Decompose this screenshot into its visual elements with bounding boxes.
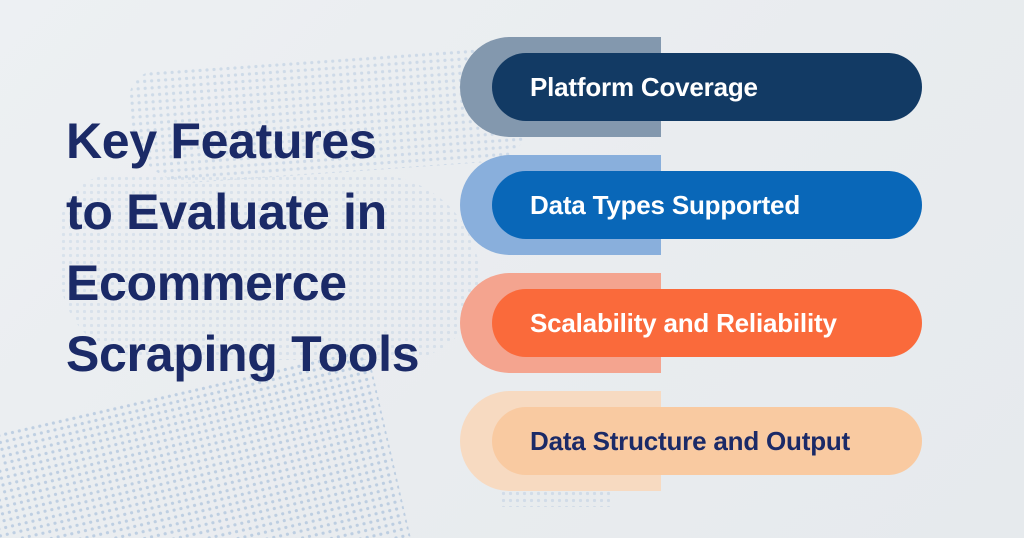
feature-pill: Platform Coverage [492,53,922,121]
feature-row-data-structure-and-output: Data Structure and Output [0,391,1024,491]
feature-label: Data Structure and Output [530,425,851,456]
feature-row-scalability-and-reliability: Scalability and Reliability [0,273,1024,373]
feature-pill: Data Types Supported [492,171,922,239]
feature-label: Data Types Supported [530,189,801,220]
title-line-3: Ecommerce [66,255,347,311]
page-title: Key Features to Evaluate in Ecommerce Sc… [66,106,420,390]
title-line-2: to Evaluate in [66,184,387,240]
title-line-4: Scraping Tools [66,326,420,382]
title-line-1: Key Features [66,113,377,169]
feature-pill: Data Structure and Output [492,407,922,475]
feature-pill: Scalability and Reliability [492,289,922,357]
feature-row-data-types-supported: Data Types Supported [0,155,1024,255]
feature-label: Platform Coverage [530,71,758,102]
feature-label: Scalability and Reliability [530,307,837,338]
feature-row-platform-coverage: Platform Coverage [0,37,1024,137]
